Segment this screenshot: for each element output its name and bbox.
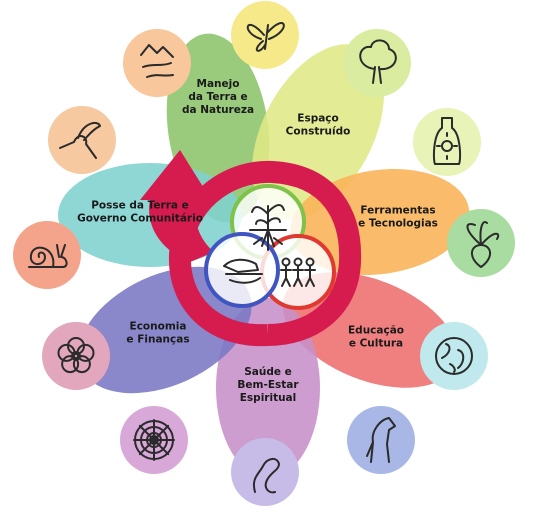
hands-icon (223, 258, 263, 284)
plant-roots-icon (249, 204, 287, 251)
flower-icon (42, 322, 110, 390)
spiral-arrow (140, 150, 362, 347)
spiral-ring (168, 160, 362, 347)
icon-bubble (123, 29, 191, 97)
spiral-arrowhead (140, 150, 214, 262)
icon-bubble (231, 438, 299, 506)
icon-bubble (420, 322, 488, 390)
bottle-sun-icon (413, 108, 481, 176)
butterfly-icon (231, 1, 299, 69)
globe-icon (420, 322, 488, 390)
people-icon (280, 257, 316, 287)
worm-icon (231, 438, 299, 506)
icon-bubble (42, 322, 110, 390)
center-circle-3 (204, 232, 280, 308)
horse-icon (347, 406, 415, 474)
hummingbird-icon (48, 106, 116, 174)
beet-icon (447, 209, 515, 277)
icon-bubble (347, 406, 415, 474)
spider-web-icon (120, 406, 188, 474)
icon-bubble (343, 29, 411, 97)
icon-bubble (48, 106, 116, 174)
snail-icon (13, 221, 81, 289)
tree-icon (343, 29, 411, 97)
icon-bubble (13, 221, 81, 289)
mountain-path-icon (123, 29, 191, 97)
petal-economia (78, 266, 252, 394)
